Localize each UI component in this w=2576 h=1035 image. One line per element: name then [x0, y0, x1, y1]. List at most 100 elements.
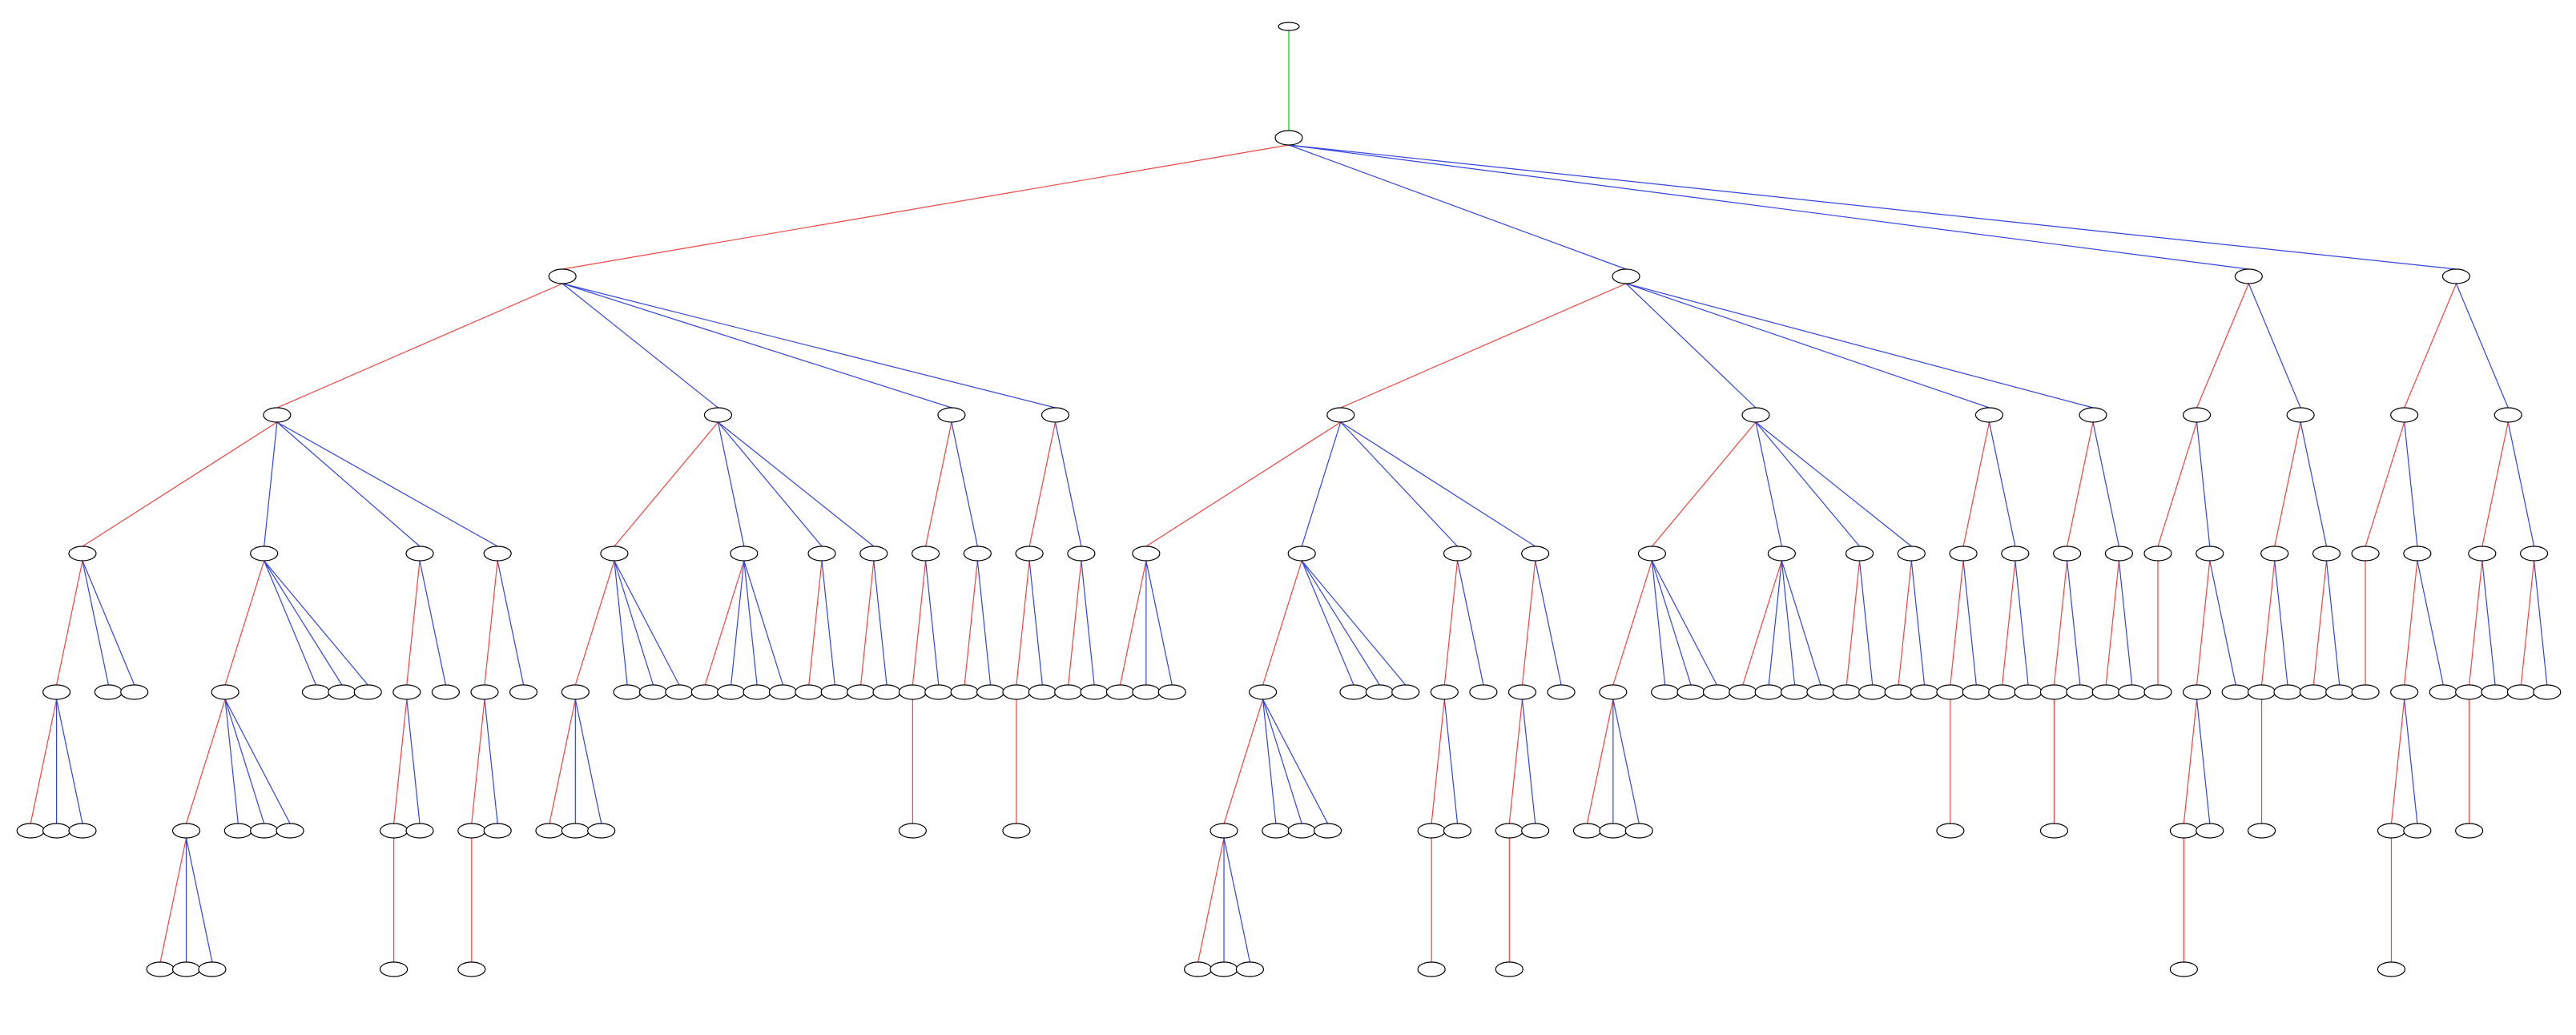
tree-node[interactable] [2091, 684, 2120, 700]
tree-node[interactable] [600, 546, 629, 562]
tree-node[interactable] [2351, 546, 2380, 562]
tree-node[interactable] [2493, 407, 2522, 423]
tree-node[interactable] [2455, 823, 2484, 839]
tree-node[interactable] [1210, 823, 1238, 839]
tree-node[interactable] [1495, 823, 1523, 839]
tree-node[interactable] [392, 684, 421, 700]
tree-node[interactable] [1287, 823, 1316, 839]
tree-node[interactable] [2079, 407, 2107, 423]
tree-node[interactable] [2506, 684, 2536, 700]
tree-node[interactable] [1767, 546, 1796, 562]
tree-node[interactable] [263, 407, 292, 423]
tree-node[interactable] [847, 684, 875, 700]
tree-node[interactable] [42, 684, 71, 700]
tree-node[interactable] [380, 823, 409, 839]
tree-node[interactable] [730, 546, 759, 562]
tree-node[interactable] [1262, 823, 1290, 839]
tree-node[interactable] [380, 961, 409, 977]
tree-node[interactable] [470, 684, 499, 700]
tree-node[interactable] [872, 684, 901, 700]
tree-node[interactable] [1845, 546, 1874, 562]
tree-node[interactable] [2169, 961, 2198, 977]
tree-node[interactable] [2455, 684, 2484, 700]
tree-node[interactable] [211, 684, 239, 700]
tree-node[interactable] [16, 823, 45, 839]
tree-node[interactable] [1132, 546, 1161, 562]
tree-node[interactable] [1235, 961, 1265, 977]
tree-node[interactable] [2039, 823, 2069, 839]
tree-node[interactable] [2066, 684, 2095, 700]
tree-node[interactable] [223, 823, 252, 839]
tree-node[interactable] [2533, 684, 2562, 700]
tree-node[interactable] [703, 407, 733, 423]
tree-node[interactable] [807, 546, 836, 562]
tree-node[interactable] [250, 823, 279, 839]
tree-node[interactable] [1015, 546, 1044, 562]
tree-node[interactable] [483, 823, 512, 839]
tree-node[interactable] [2247, 684, 2276, 700]
tree-node[interactable] [535, 823, 564, 839]
tree-node[interactable] [2014, 684, 2043, 700]
tree-node[interactable] [1105, 684, 1135, 700]
tree-node[interactable] [2234, 268, 2263, 284]
tree-node[interactable] [1702, 684, 1731, 700]
tree-node[interactable] [665, 684, 694, 700]
tree-node[interactable] [2247, 823, 2276, 839]
tree-node[interactable] [638, 684, 668, 700]
tree-node[interactable] [1080, 684, 1109, 700]
tree-node[interactable] [898, 823, 927, 839]
tree-node[interactable] [1054, 684, 1083, 700]
tree-node[interactable] [68, 546, 97, 562]
tree-node[interactable] [405, 823, 434, 839]
tree-node[interactable] [1507, 684, 1537, 700]
tree-node[interactable] [950, 684, 979, 700]
tree-node[interactable] [2182, 407, 2212, 423]
tree-node[interactable] [1365, 684, 1394, 700]
tree-node[interactable] [2403, 546, 2432, 562]
tree-node[interactable] [1624, 823, 1653, 839]
tree-node[interactable] [2325, 684, 2354, 700]
tree-node[interactable] [171, 961, 201, 977]
tree-node[interactable] [1313, 823, 1342, 839]
tree-node[interactable] [2390, 407, 2419, 423]
tree-node[interactable] [250, 546, 279, 562]
tree-node[interactable] [2169, 823, 2198, 839]
tree-node[interactable] [1339, 684, 1368, 700]
tree-node[interactable] [1002, 823, 1031, 839]
tree-node[interactable] [2001, 546, 2030, 562]
tree-node[interactable] [2039, 684, 2069, 700]
tree-node[interactable] [795, 684, 823, 700]
tree-node[interactable] [301, 684, 331, 700]
tree-node[interactable] [2299, 684, 2328, 700]
tree-node[interactable] [911, 546, 940, 562]
tree-node[interactable] [1326, 407, 1355, 423]
tree-node[interactable] [1974, 407, 2004, 423]
tree-node[interactable] [1897, 546, 1926, 562]
tree-node[interactable] [483, 546, 512, 562]
tree-node[interactable] [1249, 684, 1278, 700]
tree-node[interactable] [743, 684, 771, 700]
tree-node[interactable] [1430, 684, 1459, 700]
tree-node[interactable] [1157, 684, 1186, 700]
tree-node[interactable] [94, 684, 123, 700]
tree-node[interactable] [2182, 684, 2212, 700]
tree-node[interactable] [1962, 684, 1990, 700]
tree-node[interactable] [1936, 823, 1965, 839]
tree-node[interactable] [1210, 961, 1238, 977]
tree-node[interactable] [1884, 684, 1913, 700]
tree-node[interactable] [717, 684, 746, 700]
tree-node[interactable] [1806, 684, 1835, 700]
tree-node[interactable] [68, 823, 97, 839]
tree-node[interactable] [2118, 684, 2147, 700]
tree-node[interactable] [587, 823, 616, 839]
tree-node[interactable] [457, 823, 486, 839]
tree-node[interactable] [1521, 546, 1550, 562]
tree-node[interactable] [2196, 823, 2224, 839]
tree-node[interactable] [1547, 684, 1576, 700]
tree-node[interactable] [2377, 823, 2406, 839]
tree-node[interactable] [1780, 684, 1809, 700]
tree-node[interactable] [2273, 684, 2302, 700]
tree-node[interactable] [2053, 546, 2082, 562]
tree-node[interactable] [2260, 546, 2289, 562]
tree-node[interactable] [2441, 268, 2471, 284]
